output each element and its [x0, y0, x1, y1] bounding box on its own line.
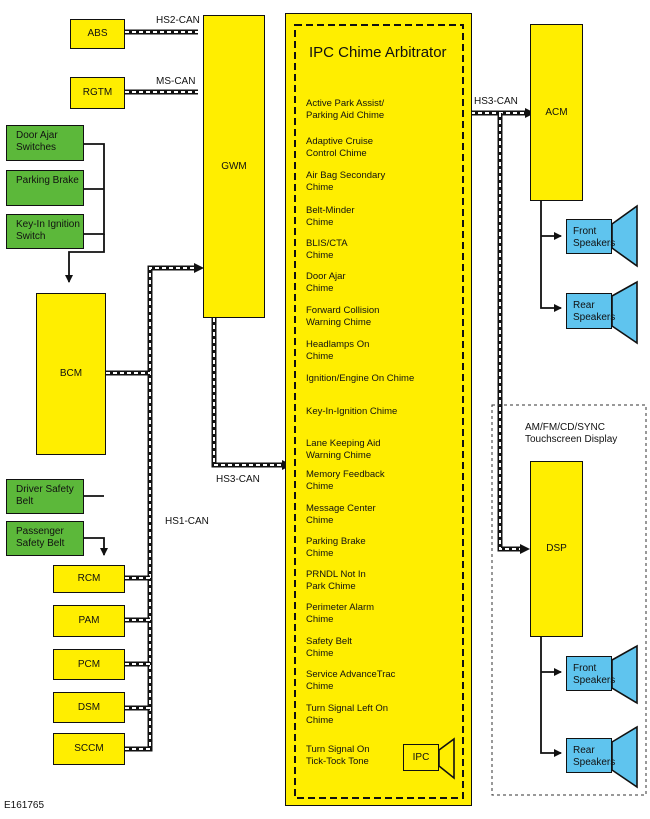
chime-item: Parking Brake Chime: [306, 536, 366, 559]
front-speakers-box: Front Speakers: [566, 219, 615, 254]
chime-item: Forward Collision Warning Chime: [306, 305, 380, 328]
chime-item: Headlamps On Chime: [306, 339, 370, 362]
chime-item: PRNDL Not In Park Chime: [306, 569, 366, 592]
gwm-box: GWM: [203, 15, 265, 318]
parking-brake-box: Parking Brake: [6, 170, 84, 206]
display-group-border: [491, 404, 647, 796]
chime-item: Message Center Chime: [306, 503, 376, 526]
front-speakers-box: Front Speakers: [566, 656, 615, 691]
chime-item: Service AdvanceTrac Chime: [306, 669, 396, 692]
chime-item: Ignition/Engine On Chime: [306, 373, 415, 384]
arbitrator-title: IPC Chime Arbitrator: [309, 44, 447, 61]
pcm-box: PCM: [53, 649, 125, 680]
dsm-box: DSM: [53, 692, 125, 723]
key-in-ignition-switch-box: Key-In Ignition Switch: [6, 214, 84, 249]
chime-item: Door Ajar Chime: [306, 271, 346, 294]
bcm-box: BCM: [36, 293, 106, 455]
chime-item: Adaptive Cruise Control Chime: [306, 136, 374, 159]
chime-item: Active Park Assist/ Parking Aid Chime: [306, 98, 385, 121]
hardwire-lines: [65, 143, 562, 761]
chime-item: BLIS/CTA Chime: [306, 238, 348, 261]
acm-box: ACM: [530, 24, 583, 201]
hs3-can-bottom-label: HS3-CAN: [216, 474, 260, 485]
driver-safety-belt-box: Driver Safety Belt: [6, 479, 84, 514]
display-group-label: AM/FM/CD/SYNC Touchscreen Display: [525, 422, 618, 445]
rgtm-box: RGTM: [70, 77, 125, 109]
chime-item: Perimeter Alarm Chime: [306, 602, 375, 625]
speaker-cones: [611, 204, 638, 789]
sccm-box: SCCM: [53, 733, 125, 765]
hs3-can-right-label: HS3-CAN: [474, 96, 518, 107]
rear-speakers-box: Rear Speakers: [566, 293, 615, 329]
rcm-box: RCM: [53, 565, 125, 593]
door-ajar-switches-box: Door Ajar Switches: [6, 125, 84, 161]
hs1-can-label: HS1-CAN: [165, 516, 209, 527]
pam-box: PAM: [53, 605, 125, 637]
chime-item: Lane Keeping Aid Warning Chime: [306, 438, 381, 461]
chime-item: Turn Signal On Tick-Tock Tone: [306, 744, 370, 767]
chime-item: Belt-Minder Chime: [306, 205, 355, 228]
figure-id: E161765: [4, 800, 45, 811]
chime-item: Air Bag Secondary Chime: [306, 170, 386, 193]
ipc-box: IPC: [403, 744, 439, 771]
chime-item: Safety Belt Chime: [306, 636, 352, 659]
dsp-box: DSP: [530, 461, 583, 637]
chime-item: Key-In-Ignition Chime: [306, 406, 398, 417]
rear-speakers-box: Rear Speakers: [566, 738, 615, 773]
abs-box: ABS: [70, 19, 125, 49]
ms-can-label: MS-CAN: [156, 76, 196, 87]
can-bus-lines: [106, 29, 525, 752]
hs2-can-label: HS2-CAN: [156, 15, 200, 26]
chime-item: Turn Signal Left On Chime: [306, 703, 389, 726]
passenger-safety-belt-box: Passenger Safety Belt: [6, 521, 84, 556]
chime-item: Memory Feedback Chime: [306, 469, 385, 492]
